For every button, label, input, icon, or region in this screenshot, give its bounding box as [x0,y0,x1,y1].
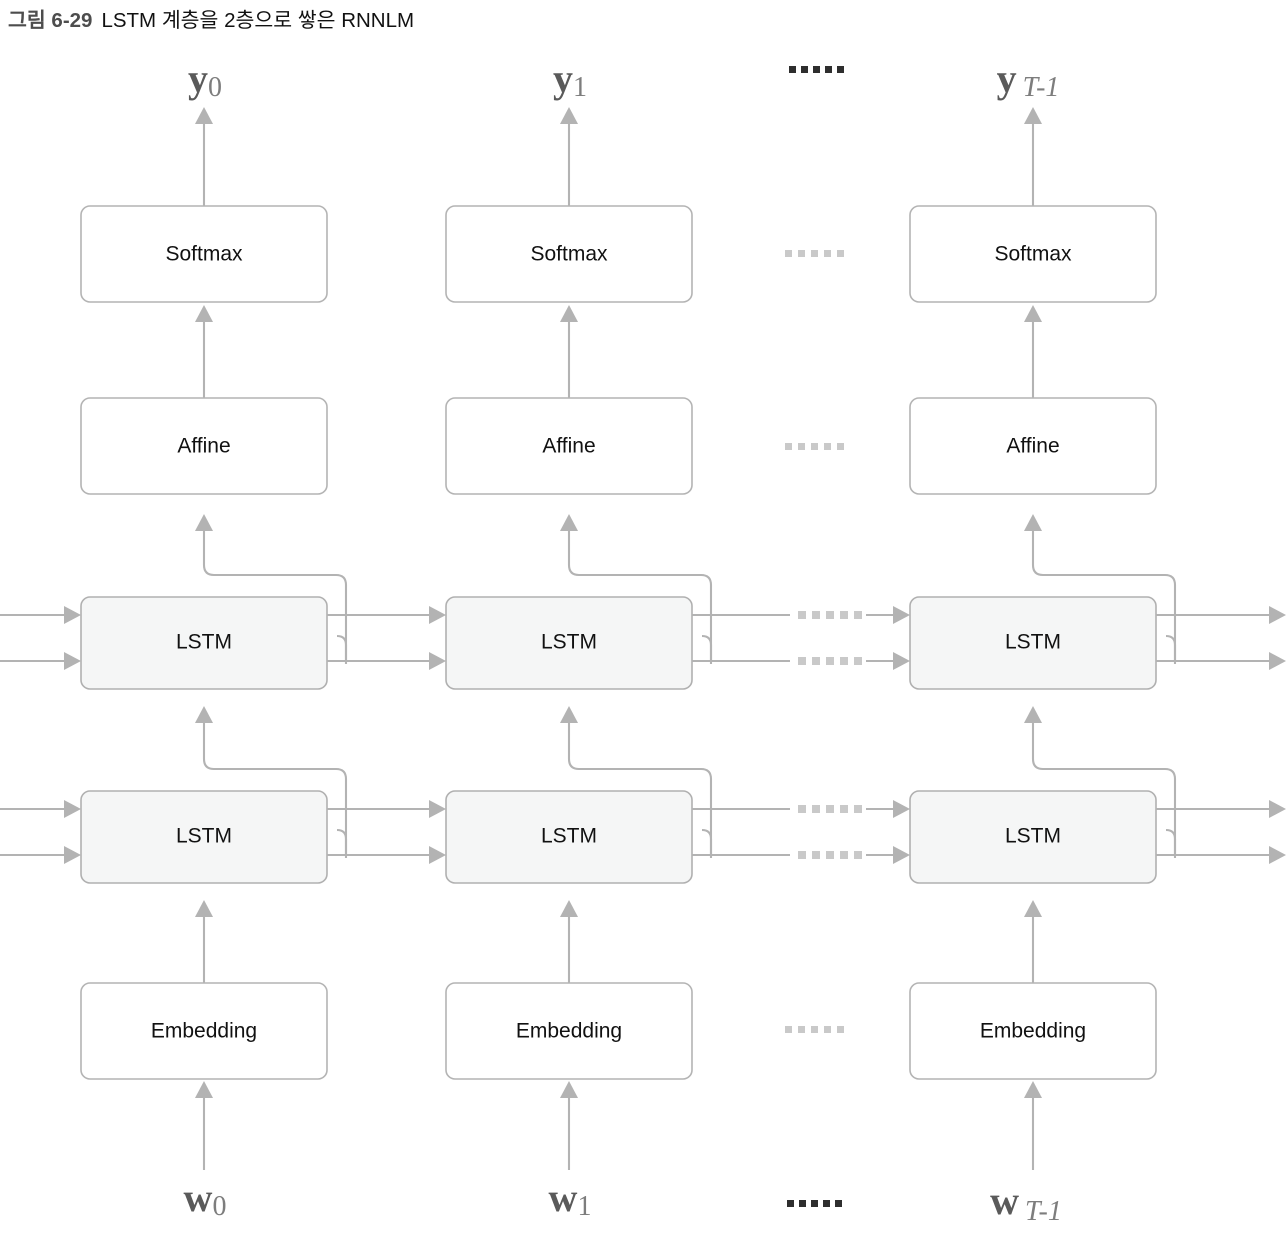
ellipsis-embedding-row [785,1026,844,1033]
input-subscript-t0: 0 [212,1191,226,1222]
svg-text:w0: w0 [184,1175,227,1222]
lstm-upper-to-affine-path-tT1 [1024,514,1177,664]
state-out-lines-upper-t1 [692,606,910,670]
output-subscript-t1: 1 [573,72,587,103]
input-symbol-t0: w [184,1175,213,1220]
ellipsis-top-row [789,66,844,73]
state-in-arrows-lower-t0 [0,800,81,864]
lstm-upper-to-affine-path-t0 [195,514,348,664]
figure-number: 그림 6-29 [8,9,93,32]
lstm-lower-to-upper-path-tT1 [1024,706,1177,858]
softmax-label-t0: Softmax [165,243,243,266]
state-out-lines-upper-tT1 [1156,606,1286,670]
input-arrow-t1 [560,1081,578,1170]
figure-title: 그림 6-29 LSTM 계층을 2층으로 쌓은 RNNLM [8,8,414,34]
lstm-lower-to-upper-path-t1 [560,706,713,858]
figure-caption: LSTM 계층을 2층으로 쌓은 RNNLM [101,9,415,32]
lstm-box-upper-t0: LSTM [80,596,328,690]
lstm-box-upper-t1: LSTM [445,596,693,690]
embedding-box-t0: Embedding [80,982,328,1080]
affine-box-tT1: Affine [909,397,1157,495]
input-label-t0: w0 [184,1175,227,1222]
svg-text:wT-1: wT-1 [990,1178,1062,1227]
lstm-label-upper-t0: LSTM [176,631,232,654]
input-label-t1: w1 [549,1175,592,1222]
svg-text:y0: y0 [188,56,222,103]
output-symbol-t0: y [188,56,208,101]
embedding-box-tT1: Embedding [909,982,1157,1080]
svg-text:w1: w1 [549,1175,592,1222]
input-symbol-t1: w [549,1175,578,1220]
input-subscript-t1: 1 [577,1191,591,1222]
lstm-box-lower-tT1: LSTM [909,790,1157,884]
embedding-label-tT1: Embedding [980,1020,1086,1043]
lstm-label-upper-tT1: LSTM [1005,631,1061,654]
output-arrow-t1 [560,107,578,206]
embedding-label-t1: Embedding [516,1020,622,1043]
lstm-label-lower-t1: LSTM [541,825,597,848]
output-arrow-t0 [195,107,213,206]
state-out-lines-upper-t0 [327,606,446,670]
affine-label-t1: Affine [542,435,595,458]
ellipsis-bottom-row [787,1200,842,1207]
softmax-box-tT1: Softmax [909,205,1157,303]
affine-box-t1: Affine [445,397,693,495]
input-symbol-tT1: w [990,1178,1019,1223]
input-arrow-tT1 [1024,1081,1042,1170]
lstm-box-upper-tT1: LSTM [909,596,1157,690]
output-symbol-t1: y [553,56,573,101]
softmax-label-t1: Softmax [530,243,608,266]
embedding-box-t1: Embedding [445,982,693,1080]
state-out-lines-lower-t1 [692,800,910,864]
lstm-box-lower-t1: LSTM [445,790,693,884]
lstm-label-lower-tT1: LSTM [1005,825,1061,848]
output-label-t1: y1 [553,56,587,103]
embedding-label-t0: Embedding [151,1020,257,1043]
lstm-label-lower-t0: LSTM [176,825,232,848]
output-symbol-tT1: y [997,56,1017,101]
output-arrow-tT1 [1024,107,1042,206]
lstm-upper-to-affine-path-t1 [560,514,713,664]
affine-box-t0: Affine [80,397,328,495]
affine-label-t0: Affine [177,435,230,458]
softmax-label-tT1: Softmax [994,243,1072,266]
ellipsis-softmax-row [785,250,844,257]
embedding-to-lstm-arrow-t1 [560,900,578,983]
affine-label-tT1: Affine [1006,435,1059,458]
state-out-lines-lower-t0 [327,800,446,864]
lstm-label-upper-t1: LSTM [541,631,597,654]
ellipsis-lstm-lower-row [798,805,862,859]
ellipsis-lstm-upper-row [798,611,862,665]
input-arrow-t0 [195,1081,213,1170]
lstm-box-lower-t0: LSTM [80,790,328,884]
softmax-box-t0: Softmax [80,205,328,303]
svg-text:yT-1: yT-1 [997,56,1060,103]
output-label-t0: y0 [188,56,222,103]
lstm-lower-to-upper-path-t0 [195,706,348,858]
softmax-box-t1: Softmax [445,205,693,303]
svg-text:y1: y1 [553,56,587,103]
state-out-lines-lower-tT1 [1156,800,1286,864]
output-subscript-tT1: T-1 [1023,72,1060,103]
state-in-arrows-upper-t0 [0,606,81,670]
input-subscript-tT1: T-1 [1025,1196,1062,1227]
output-subscript-t0: 0 [208,72,222,103]
embedding-to-lstm-arrow-tT1 [1024,900,1042,983]
embedding-to-lstm-arrow-t0 [195,900,213,983]
ellipsis-affine-row [785,443,844,450]
